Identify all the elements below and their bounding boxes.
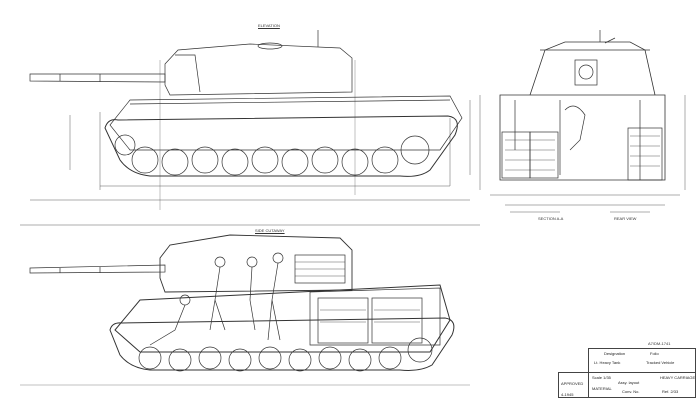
tb-folio: Folio — [650, 351, 659, 356]
sheet-id: A7/DM-1741 — [648, 341, 671, 346]
cutaway-wheels — [138, 337, 433, 372]
tb-approved: APPROVED — [561, 381, 584, 386]
cutaway-drawing — [20, 234, 470, 386]
tb-drawing: Assy. layout — [618, 380, 640, 385]
tb-stamp: HEAVY CARRIAGE — [660, 375, 696, 380]
crew-figures — [149, 252, 284, 346]
tb-material: MATERIAL — [592, 386, 612, 391]
tb-vehicle: Tracked Vehicle — [646, 360, 675, 365]
side-view-drawing — [20, 30, 480, 226]
road-wheels — [114, 134, 430, 176]
tb-type: Lt. Heavy Tank — [594, 360, 621, 365]
tb-ref: Ref. 2/33 — [662, 389, 679, 394]
tb-date: 4-1945 — [561, 392, 574, 397]
tb-designation: Designation — [604, 351, 626, 356]
cutaway-title: SIDE CUTAWAY — [255, 228, 285, 233]
tb-scale: Scale 1/35 — [592, 375, 611, 380]
tb-name: Conv. No. — [622, 389, 640, 394]
rear-section-note: SECTION A-A — [538, 216, 564, 221]
rear-view-note: REAR VIEW — [614, 216, 637, 221]
side-view-title: ELEVATION — [258, 23, 280, 28]
rear-section-drawing — [479, 30, 686, 213]
